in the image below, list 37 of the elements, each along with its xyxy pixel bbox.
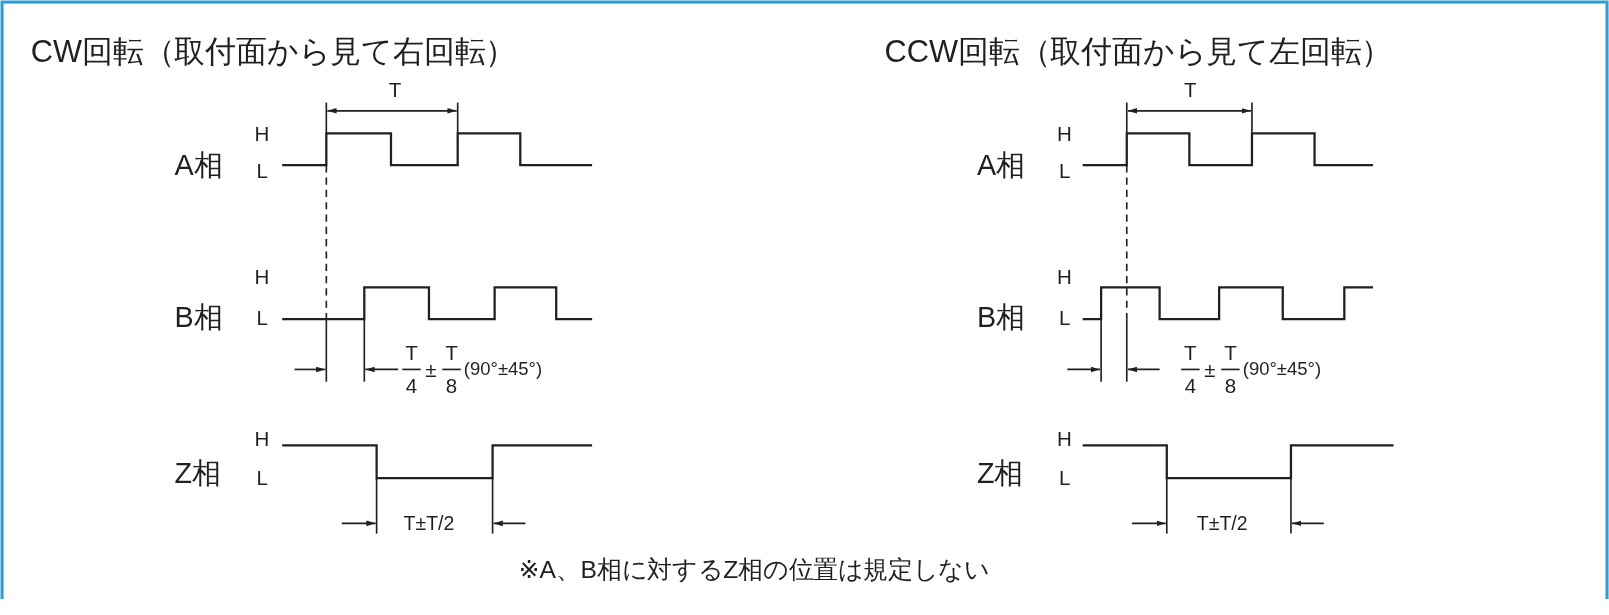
denominator: 8 <box>445 375 458 397</box>
pulse-width-label: T±T/2 <box>1196 513 1248 534</box>
phase-name: B相 <box>976 303 1025 333</box>
panel-heading: CCW回転（取付面から見て左回転） <box>884 35 1393 67</box>
numerator: T <box>405 342 418 364</box>
phase-name: A相 <box>976 151 1025 181</box>
plus-minus-sign: ± <box>425 359 437 380</box>
angle-tolerance: (90°±45°) <box>463 359 543 378</box>
level-label: H <box>1057 123 1072 144</box>
phase-name: Z相 <box>976 459 1024 489</box>
plus-minus-sign: ± <box>1204 359 1216 380</box>
level-label: H <box>254 266 270 288</box>
denominator: 4 <box>1184 375 1197 397</box>
numerator: T <box>445 342 458 364</box>
denominator: 4 <box>405 375 418 397</box>
pulse-width-label: T±T/2 <box>403 513 455 534</box>
level-label: L <box>256 307 268 329</box>
level-label: L <box>256 160 268 181</box>
level-label: H <box>254 428 270 450</box>
level-label: L <box>1059 307 1071 329</box>
phase-name: Z相 <box>174 459 221 489</box>
panel-heading: CW回転（取付面から見て右回転） <box>30 35 517 67</box>
level-label: H <box>1057 428 1072 450</box>
level-label: L <box>256 467 268 489</box>
phase-name: A相 <box>174 151 223 181</box>
period-label: T <box>388 80 402 101</box>
angle-tolerance: (90°±45°) <box>1242 359 1322 378</box>
level-label: L <box>1059 160 1071 181</box>
numerator: T <box>1184 342 1197 364</box>
denominator: 8 <box>1224 375 1237 397</box>
period-label: T <box>1184 80 1197 101</box>
level-label: H <box>1057 266 1072 288</box>
level-label: H <box>254 123 270 144</box>
numerator: T <box>1224 342 1237 364</box>
level-label: L <box>1059 467 1071 489</box>
footnote: ※A、B相に対するZ相の位置は規定しない <box>518 557 990 582</box>
phase-name: B相 <box>174 303 223 333</box>
